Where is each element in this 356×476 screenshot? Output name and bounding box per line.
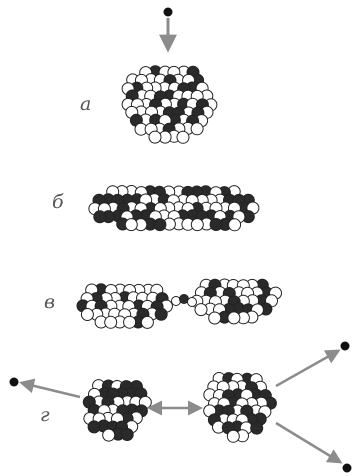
nucleon	[210, 219, 222, 231]
nucleon	[124, 316, 136, 328]
nucleon	[228, 312, 240, 324]
nucleon	[94, 211, 106, 223]
nucleon	[81, 309, 93, 321]
nucleon	[141, 316, 153, 328]
nucleon	[251, 422, 263, 434]
neutron-bottom-right	[343, 464, 352, 473]
nucleon	[88, 421, 100, 433]
nucleon	[105, 316, 117, 328]
dumbbell-right-lobe	[191, 279, 282, 324]
nucleon	[191, 219, 203, 231]
nucleon	[149, 131, 161, 143]
compound-nucleus	[122, 66, 217, 144]
neutron-top-right	[341, 342, 350, 351]
stage-g-group	[10, 342, 352, 473]
nucleon	[209, 312, 221, 324]
nucleon	[155, 308, 167, 320]
nucleon	[154, 219, 166, 231]
nucleon	[227, 430, 239, 442]
nucleon	[229, 219, 241, 231]
stage-label-a: а	[80, 93, 91, 115]
neutron-bottom-right-arrow	[276, 423, 340, 462]
stage-v-group	[77, 279, 282, 328]
neutron-left	[10, 378, 19, 387]
elongated-nucleus	[89, 186, 259, 231]
dumbbell-left-lobe	[77, 284, 172, 329]
nucleon	[125, 219, 137, 231]
nucleon	[177, 131, 189, 143]
incoming-neutron	[164, 8, 173, 17]
nucleon	[121, 429, 133, 441]
nucleon	[191, 123, 203, 135]
stage-label-b: б	[52, 191, 64, 213]
nucleon	[103, 429, 115, 441]
fission-fragment-left	[83, 380, 151, 442]
stage-label-g: г	[40, 404, 50, 426]
stage-a-group	[122, 8, 217, 144]
stage-label-v: в	[44, 291, 55, 313]
neutron-left-arrow	[22, 383, 80, 397]
fission-fragment-right	[204, 373, 277, 443]
neutron-top-right-arrow	[276, 351, 338, 386]
nucleon	[195, 304, 207, 316]
